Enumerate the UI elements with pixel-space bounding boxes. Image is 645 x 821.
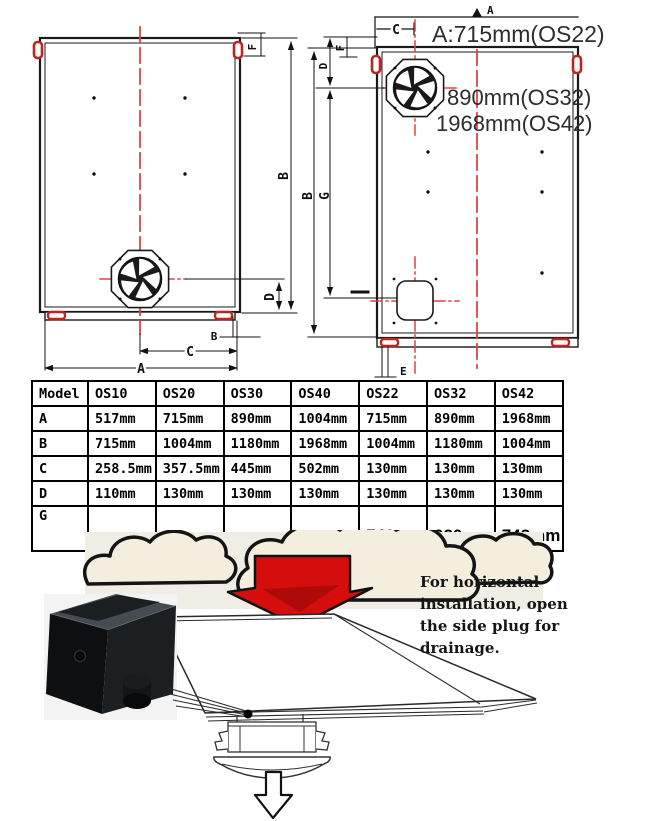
fan-icon	[110, 249, 170, 309]
col-header: OS30	[222, 380, 293, 407]
table-row-a: A 517mm 715mm 890mm 1004mm 715mm 890mm 1…	[31, 405, 564, 432]
back-view-drawing: A C	[301, 4, 605, 378]
hinge-bracket	[370, 54, 382, 75]
cell: 1968mm	[290, 430, 361, 457]
col-header: OS20	[154, 380, 225, 407]
drain-hole	[392, 277, 438, 325]
dim-label-e: E	[400, 365, 407, 378]
caption-line: For horizontal	[420, 573, 540, 591]
dimension-lines	[44, 32, 298, 372]
edge-lines	[167, 687, 249, 718]
dim-label-a: A	[487, 4, 494, 17]
knob	[73, 649, 87, 663]
cell: 445mm	[222, 455, 293, 482]
table-row-b: B 715mm 1004mm 1180mm 1968mm 1004mm 1180…	[31, 430, 564, 457]
col-header: OS32	[425, 380, 496, 407]
unit-corner-photo	[44, 594, 177, 720]
cell: 130mm	[222, 480, 293, 507]
cell: 517mm	[87, 405, 157, 432]
foot-bracket	[213, 310, 234, 321]
foot-bracket	[550, 337, 571, 348]
row-label: D	[31, 480, 89, 507]
technical-drawings: F B D B C A A C	[32, 4, 605, 378]
col-header: OS22	[358, 380, 428, 407]
dim-label-d: D	[317, 62, 330, 69]
dim-label-f: F	[334, 45, 347, 52]
foot-bracket	[379, 337, 400, 348]
front-view-drawing: F B D B C A	[32, 26, 298, 378]
cell: 130mm	[425, 480, 496, 507]
col-header-model: Model	[31, 380, 89, 407]
cell: 890mm	[222, 405, 293, 432]
cell: 357.5mm	[154, 455, 225, 482]
foot-bracket	[46, 310, 67, 321]
dim-label-c: C	[186, 345, 194, 360]
cell: 1004mm	[358, 430, 428, 457]
row-label: A	[31, 405, 89, 432]
dim-label-a: A	[137, 362, 145, 377]
col-header: OS42	[493, 380, 564, 407]
caption-line: installation, open	[420, 595, 568, 613]
cell: 130mm	[493, 455, 564, 482]
cell: 1004mm	[290, 405, 361, 432]
col-header: OS10	[87, 380, 157, 407]
cell: 715mm	[87, 430, 157, 457]
dim-label-b: B	[301, 192, 316, 200]
cell: 130mm	[290, 480, 361, 507]
caption-line: the side plug for	[420, 617, 560, 635]
cell: 502mm	[290, 455, 361, 482]
cell: 1004mm	[154, 430, 225, 457]
fan-icon	[385, 58, 445, 118]
dimension-table-wrap: Model OS10 OS20 OS30 OS40 OS22 OS32 OS42…	[31, 380, 564, 552]
dim-label-b: B	[277, 172, 292, 180]
panel-drawing	[156, 613, 538, 722]
cell: 130mm	[493, 480, 564, 507]
row-label: G	[31, 505, 89, 552]
cell: 1968mm	[493, 405, 564, 432]
white-down-arrow	[253, 770, 294, 820]
cell: 1004mm	[493, 430, 564, 457]
red-down-arrow	[226, 554, 374, 628]
cell: 130mm	[425, 455, 496, 482]
cell: 130mm	[358, 455, 428, 482]
annotation-1968: 1968mm(OS42)	[436, 111, 593, 136]
dimension-lines	[307, 36, 397, 378]
dim-label-f: F	[246, 44, 259, 51]
hinge-bracket	[232, 40, 244, 60]
cell: 110mm	[87, 480, 157, 507]
cell: 890mm	[425, 405, 496, 432]
cell: 1180mm	[425, 430, 496, 457]
mounting-holes	[426, 150, 544, 275]
hinge-bracket	[571, 54, 583, 75]
cell: 130mm	[154, 480, 225, 507]
caption-line: drainage.	[420, 639, 500, 657]
cell: 1180mm	[222, 430, 293, 457]
row-label: C	[31, 455, 89, 482]
width-arrowhead	[472, 8, 482, 17]
col-header: OS40	[290, 380, 361, 407]
drain-plug-dot	[243, 709, 253, 719]
cell: 715mm	[358, 405, 428, 432]
dim-label-d: D	[263, 293, 278, 301]
table-row-d: D 110mm 130mm 130mm 130mm 130mm 130mm 13…	[31, 480, 564, 507]
table-header-row: Model OS10 OS20 OS30 OS40 OS22 OS32 OS42	[31, 380, 564, 407]
cell: 258.5mm	[87, 455, 157, 482]
dimension-table: Model OS10 OS20 OS30 OS40 OS22 OS32 OS42…	[31, 380, 564, 552]
hinge-bracket	[32, 40, 44, 60]
mounting-holes	[92, 96, 187, 176]
row-label: B	[31, 430, 89, 457]
dim-label-g: G	[318, 192, 333, 200]
cell: 715mm	[154, 405, 225, 432]
dim-label-foot-b: B	[211, 330, 218, 343]
annotation-a715: A:715mm(OS22)	[432, 21, 605, 47]
cell: 130mm	[358, 480, 428, 507]
drain-plug-detail	[213, 714, 331, 779]
installation-illustration	[44, 530, 554, 820]
dim-label-c: C	[392, 23, 400, 38]
table-row-c: C 258.5mm 357.5mm 445mm 502mm 130mm 130m…	[31, 455, 564, 482]
annotation-890: 890mm(OS32)	[447, 85, 591, 110]
installation-caption: For horizontal installation, open the si…	[420, 571, 580, 659]
